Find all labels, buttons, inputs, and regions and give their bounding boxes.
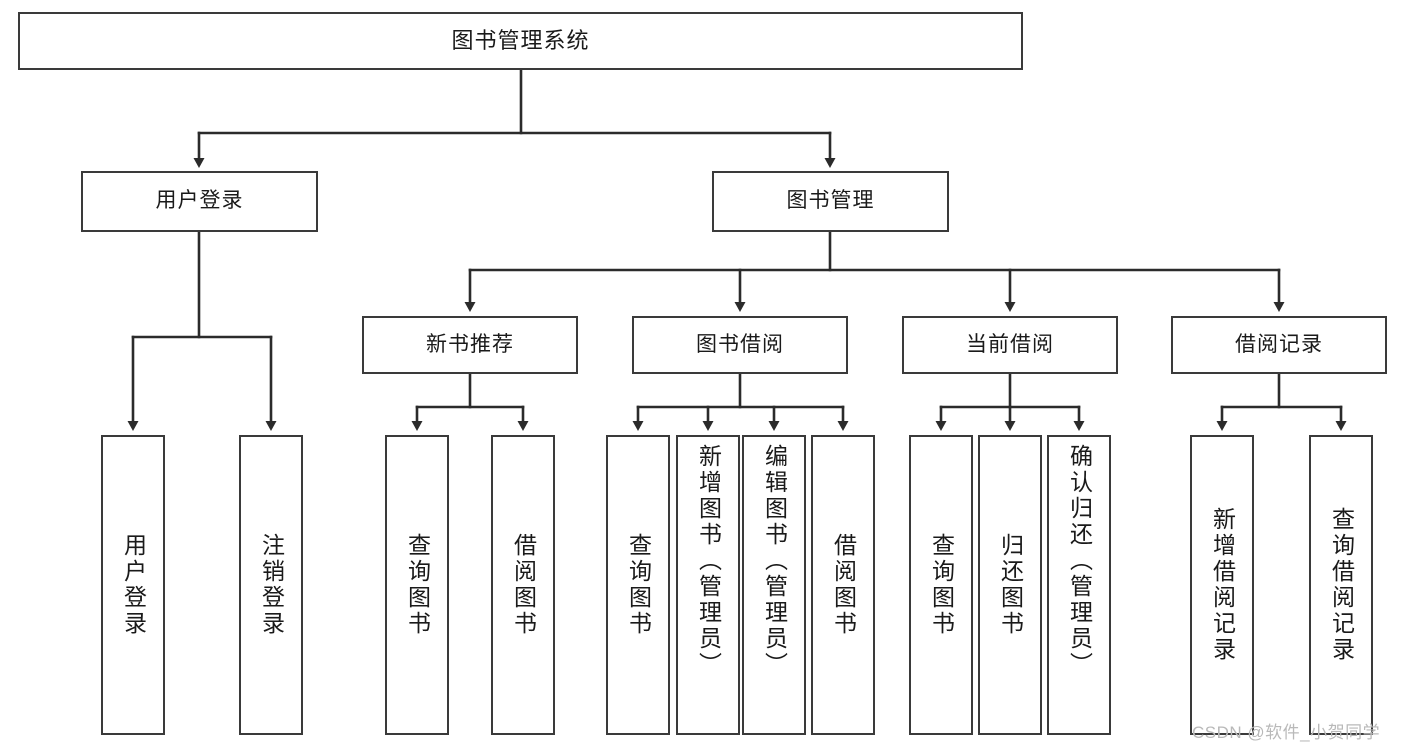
leaf-query-book-recommend[interactable]: 查询图书 (385, 435, 449, 735)
node-label: 确认归还（管理员） (1066, 444, 1093, 678)
node-label: 用户登录 (120, 533, 147, 637)
node-user-login[interactable]: 用户登录 (81, 171, 318, 232)
leaf-query-book-borrow[interactable]: 查询图书 (606, 435, 670, 735)
node-label: 查询图书 (404, 533, 431, 637)
node-label: 图书借阅 (696, 332, 784, 356)
leaf-confirm-return-admin[interactable]: 确认归还（管理员） (1047, 435, 1111, 735)
node-label: 借阅图书 (510, 533, 537, 637)
leaf-borrow-book[interactable]: 借阅图书 (811, 435, 875, 735)
node-label: 图书管理 (786, 189, 875, 213)
node-label: 查询图书 (625, 533, 652, 637)
node-label: 新增图书（管理员） (695, 444, 722, 678)
node-new-book-recommendation[interactable]: 新书推荐 (362, 316, 578, 374)
leaf-return-book[interactable]: 归还图书 (978, 435, 1042, 735)
leaf-user-login[interactable]: 用户登录 (101, 435, 165, 735)
node-label: 用户登录 (155, 189, 244, 213)
csdn-watermark: CSDN @软件_小贺同学 (1192, 723, 1381, 742)
node-label: 借阅图书 (830, 533, 857, 637)
leaf-query-book-current[interactable]: 查询图书 (909, 435, 973, 735)
node-label: 查询图书 (928, 533, 955, 637)
leaf-borrow-book-recommend[interactable]: 借阅图书 (491, 435, 555, 735)
leaf-edit-book-admin[interactable]: 编辑图书（管理员） (742, 435, 806, 735)
node-label: 归还图书 (997, 533, 1024, 637)
node-label: 当前借阅 (966, 332, 1054, 356)
leaf-query-borrow-record[interactable]: 查询借阅记录 (1309, 435, 1373, 735)
node-label: 新书推荐 (426, 332, 514, 356)
node-label: 注销登录 (258, 533, 285, 637)
node-book-borrowing[interactable]: 图书借阅 (632, 316, 848, 374)
node-current-borrowing[interactable]: 当前借阅 (902, 316, 1118, 374)
leaf-logout-login[interactable]: 注销登录 (239, 435, 303, 735)
node-root-book-management-system[interactable]: 图书管理系统 (18, 12, 1023, 70)
node-book-management[interactable]: 图书管理 (712, 171, 949, 232)
leaf-add-borrow-record[interactable]: 新增借阅记录 (1190, 435, 1254, 735)
node-label: 新增借阅记录 (1209, 507, 1236, 663)
node-label: 借阅记录 (1235, 332, 1323, 356)
node-label: 编辑图书（管理员） (761, 444, 788, 678)
leaf-add-book-admin[interactable]: 新增图书（管理员） (676, 435, 740, 735)
node-label: 查询借阅记录 (1328, 507, 1355, 663)
node-borrowing-record[interactable]: 借阅记录 (1171, 316, 1387, 374)
node-label: 图书管理系统 (451, 28, 590, 54)
